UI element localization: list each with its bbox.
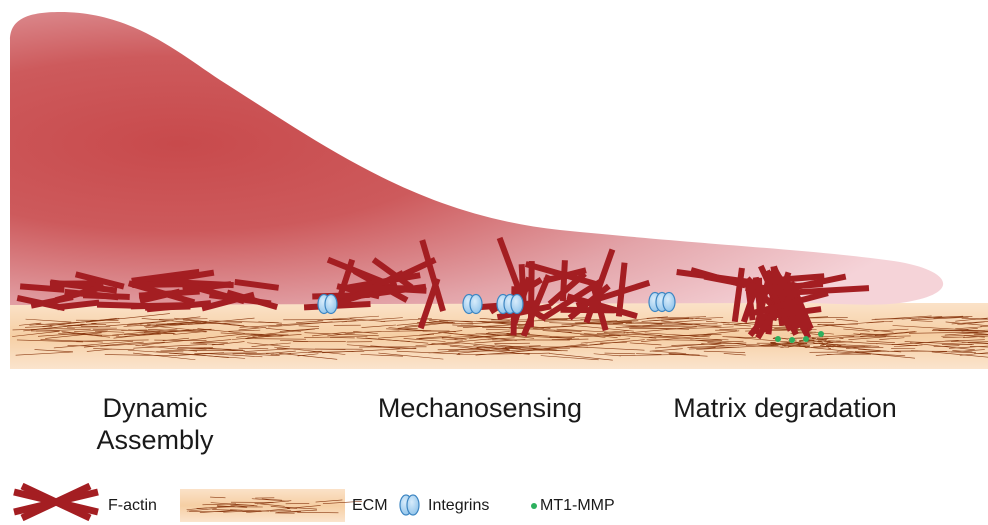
- actin-filament: [771, 284, 823, 288]
- mt1-mmp: [803, 336, 809, 342]
- mt1-mmp: [775, 336, 781, 342]
- label-dynamic-assembly: Dynamic Assembly: [60, 392, 250, 456]
- mt1-mmp: [818, 331, 824, 337]
- integrin: [663, 293, 675, 312]
- actin-filament: [20, 286, 64, 289]
- label-mechanosensing: Mechanosensing: [340, 392, 620, 424]
- mt1-mmp: [789, 337, 795, 343]
- actin-filament: [97, 305, 153, 307]
- cell-body: [10, 12, 943, 305]
- legend-mt1-mmp-dot: [531, 503, 537, 509]
- legend-ecm-label: ECM: [352, 496, 388, 516]
- label-matrix-degradation: Matrix degradation: [640, 392, 930, 424]
- integrin: [325, 295, 337, 314]
- label-dynamic-line2: Assembly: [60, 424, 250, 456]
- legend-f-actin-icon: [14, 486, 98, 518]
- legend-ecm-swatch: [180, 489, 362, 522]
- actin-filament: [358, 287, 426, 291]
- integrin: [511, 295, 523, 314]
- legend-f-actin-label: F-actin: [108, 496, 157, 516]
- legend-integrins-label: Integrins: [428, 496, 489, 516]
- label-dynamic-line1: Dynamic: [60, 392, 250, 424]
- integrin: [470, 295, 482, 314]
- legend-mt1-mmp-label: MT1-MMP: [540, 496, 615, 516]
- legend-integrin-icon: [400, 495, 419, 515]
